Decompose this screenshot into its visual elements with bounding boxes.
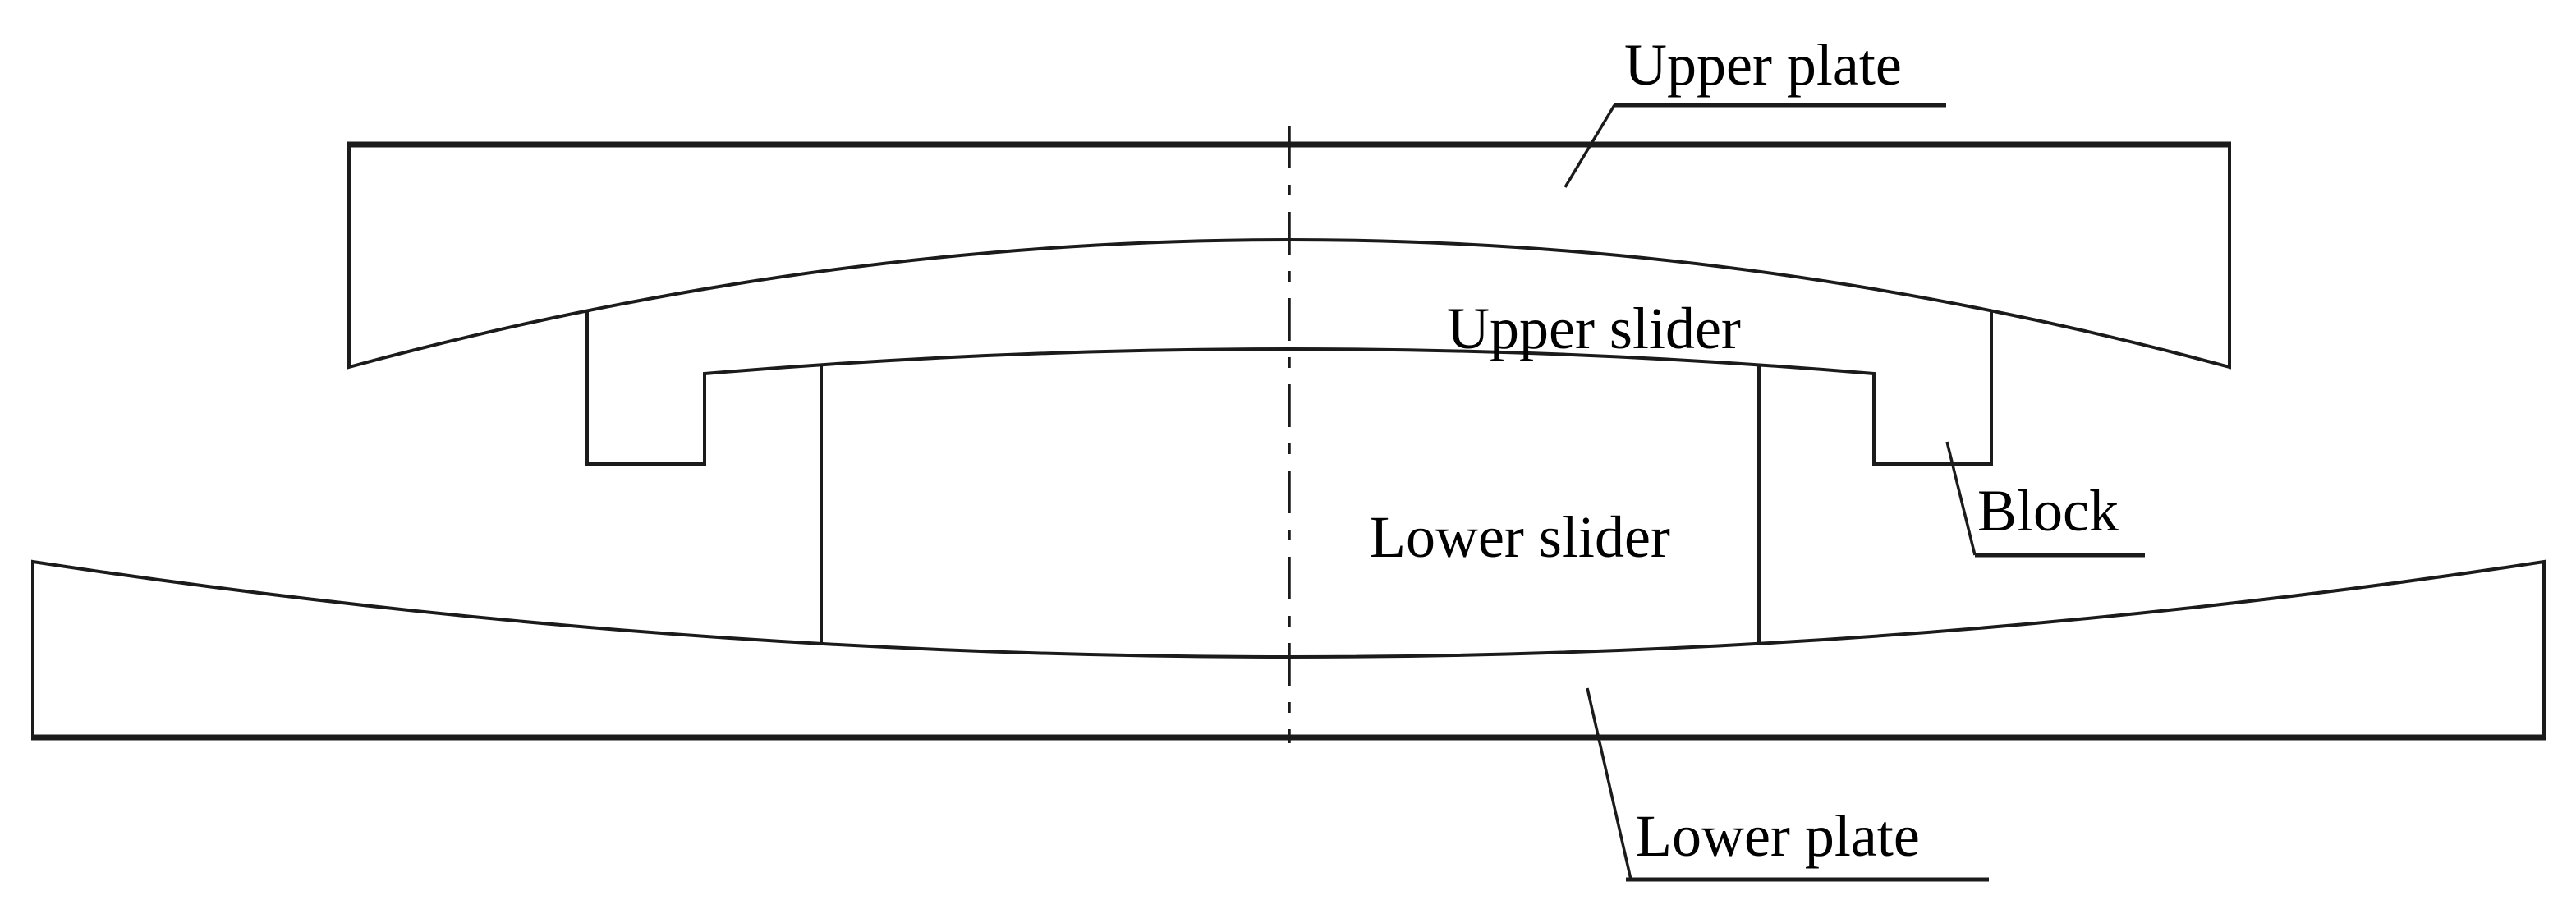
- lower-plate-shape: [31, 559, 2546, 739]
- lower-slider-label: Lower slider: [1370, 504, 1670, 570]
- upper-plate-leader-line: [1564, 104, 1616, 188]
- lower-plate-label: Lower plate: [1636, 803, 1920, 869]
- block-leader-line: [1945, 441, 1977, 556]
- lower-plate-leader-line: [1586, 687, 1632, 880]
- block-label: Block: [1977, 478, 2119, 544]
- upper-plate-shape: [347, 143, 2231, 370]
- upper-slider-and-blocks-outline: [585, 310, 1993, 466]
- upper-plate-label: Upper plate: [1624, 32, 1902, 98]
- upper-slider-label: Upper slider: [1447, 296, 1741, 361]
